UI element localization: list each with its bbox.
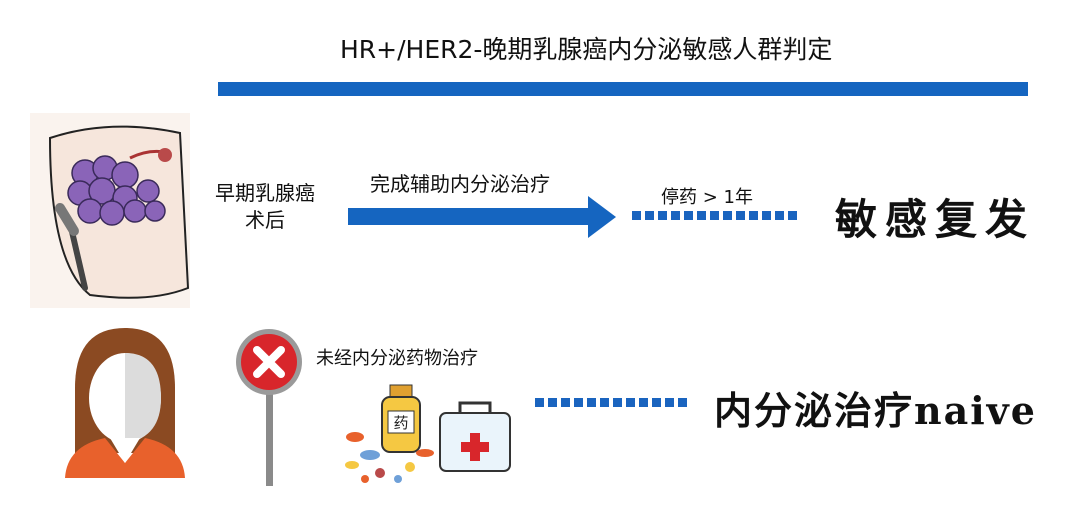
first-aid-box-icon xyxy=(439,401,511,472)
dashed-line-row1 xyxy=(632,211,797,220)
dashed-line-row2 xyxy=(535,398,687,407)
breast-surgery-illustration xyxy=(30,113,190,308)
sensitive-relapse-outcome: 敏感复发 xyxy=(835,195,1036,244)
medicine-kit-illustration: 药 xyxy=(345,384,511,483)
no-endocrine-drug-label: 未经内分泌药物治疗 xyxy=(316,348,478,369)
early-breast-cancer-postop-label: 早期乳腺癌术后 xyxy=(215,181,315,232)
drug-stop-duration-label: 停药 > 1年 xyxy=(661,187,753,208)
stop-sign-icon xyxy=(236,329,302,486)
pills-icon xyxy=(345,432,434,483)
endocrine-therapy-naive-outcome: 内分泌治疗naive xyxy=(714,388,1037,433)
page-title: HR+/HER2-晚期乳腺癌内分泌敏感人群判定 xyxy=(340,35,833,64)
patient-avatar-icon xyxy=(65,328,185,478)
title-underline-bar xyxy=(218,82,1028,96)
adjuvant-therapy-arrow xyxy=(348,196,616,238)
medicine-bottle-label: 药 xyxy=(393,414,408,432)
adjuvant-therapy-label: 完成辅助内分泌治疗 xyxy=(370,172,550,196)
